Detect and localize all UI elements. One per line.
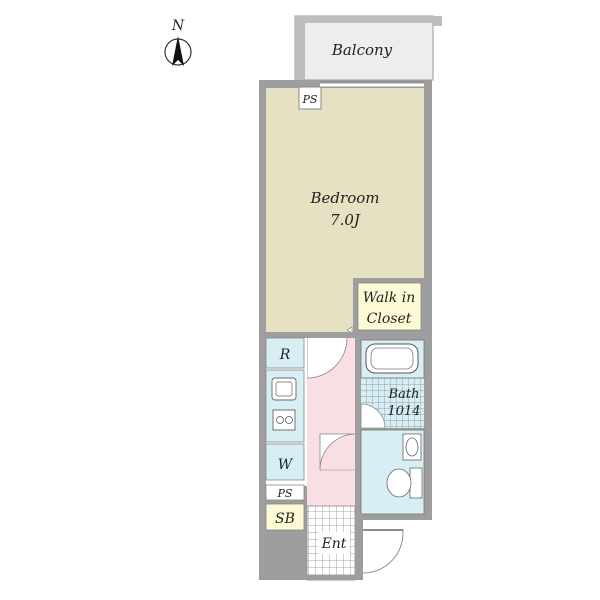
bedroom-label: Bedroom [310,189,380,207]
kitchen-door [306,337,348,379]
washer-space [265,443,305,481]
bath-label: Bath [388,387,420,402]
pipe-space-top-label: PS [302,93,318,106]
stove-icon [272,409,296,431]
balcony-label: Balcony [331,41,393,59]
bath-size: 1014 [387,404,420,419]
sink-icon [271,377,297,401]
walk-in-closet [357,282,422,331]
shoe-box [265,503,305,531]
pipe-space-bottom-label: PS [277,487,293,500]
front-door [362,529,404,574]
pipe-space-top [298,86,322,110]
compass: N [164,18,192,66]
bathtub-icon [365,343,419,374]
entrance-label: Ent [321,536,347,552]
bath-door [360,403,386,429]
toilet-tank-icon [409,467,423,499]
closet-label-line2: Closet [367,311,412,327]
bedroom-size: 7.0J [330,211,361,229]
compass-label: N [171,18,185,34]
closet-door-marker [346,326,353,334]
pipe-space-bottom [265,484,305,501]
north-arrow-icon [172,36,184,66]
refrigerator-label: R [279,347,291,363]
shoe-box-label: SB [275,511,295,527]
balcony: Balcony [294,15,442,81]
refrigerator-space [265,337,305,369]
toilet-icon [386,468,412,498]
washer-label: W [278,457,294,473]
closet-label-line1: Walk in [363,290,415,306]
